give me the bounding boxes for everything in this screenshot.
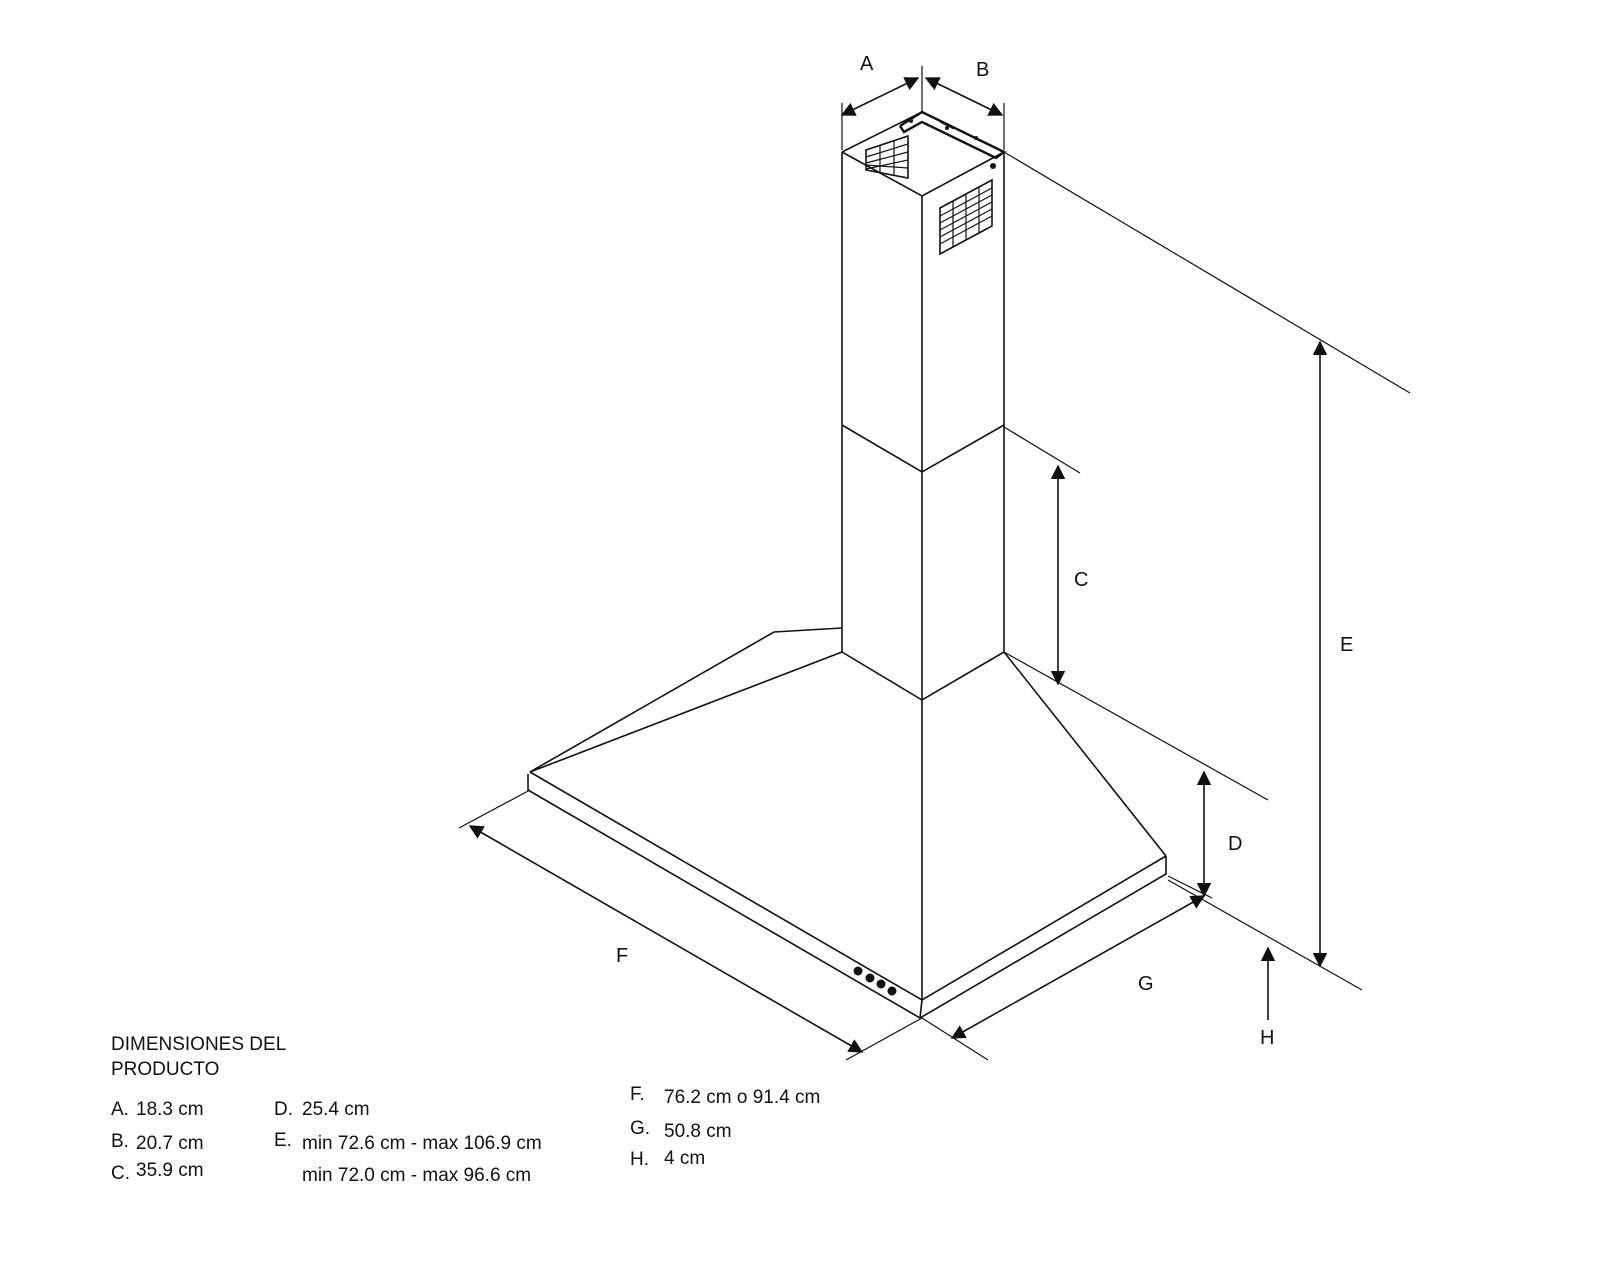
chimney-joint [841, 424, 1005, 473]
vent-grille-right [939, 178, 993, 256]
dimension-f-arrow [468, 825, 864, 1053]
dimension-g-arrow [950, 895, 1206, 1039]
spec-d-value: 25.4 cm [302, 1099, 370, 1120]
label-a: A [860, 53, 874, 75]
spec-h-key: H. [630, 1149, 649, 1170]
dimension-a-arrow [840, 77, 920, 116]
spec-e-value: min 72.6 cm - max 106.9 cm [302, 1133, 542, 1154]
spec-b-key: B. [111, 1131, 129, 1152]
spec-b-value: 20.7 cm [136, 1133, 204, 1154]
spec-c-value: 35.9 cm [136, 1160, 204, 1181]
label-b: B [976, 59, 989, 81]
spec-f-value: 76.2 cm o 91.4 cm [664, 1087, 821, 1108]
label-g: G [1138, 973, 1154, 995]
extension-lines [458, 66, 1411, 1061]
spec-g-value: 50.8 cm [664, 1121, 732, 1142]
vent-grille-left [865, 134, 909, 179]
label-c: C [1074, 569, 1088, 591]
spec-a-key: A. [111, 1099, 129, 1120]
dimension-b-arrow [924, 77, 1004, 116]
chimney-base [841, 651, 1005, 701]
spec-e-value-alt: min 72.0 cm - max 96.6 cm [302, 1165, 532, 1186]
spec-a-value: 18.3 cm [136, 1099, 204, 1120]
legend-title: DIMENSIONES DEL PRODUCTO [111, 1034, 286, 1080]
chimney-upper [841, 110, 1007, 700]
label-h: H [1260, 1027, 1274, 1049]
spec-e-key: E. [274, 1130, 292, 1151]
spec-d-key: D. [274, 1099, 293, 1120]
label-e: E [1340, 634, 1353, 656]
label-f: F [616, 945, 628, 967]
spec-f-key: F. [630, 1084, 645, 1105]
spec-c-key: C. [111, 1163, 130, 1184]
spec-h-value: 4 cm [664, 1148, 706, 1169]
spec-g-key: G. [630, 1118, 651, 1139]
label-d: D [1228, 833, 1242, 855]
